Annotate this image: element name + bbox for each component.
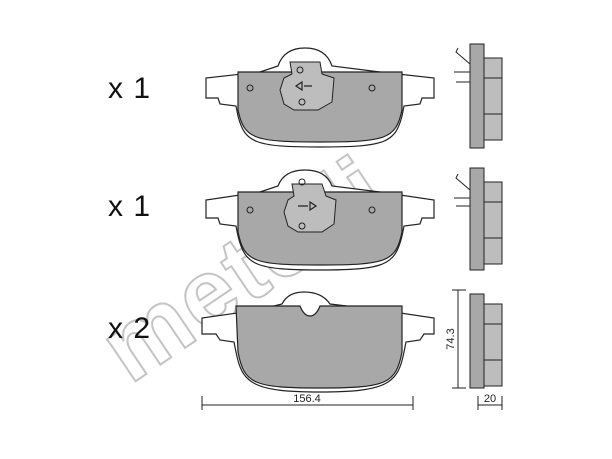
width-dimension-label: 156.4 (293, 393, 321, 405)
width-dimension: 156.4 (201, 393, 414, 410)
pad-3-front-view (201, 291, 435, 393)
quantity-label-pad-3: x 2 (108, 312, 152, 345)
thickness-dimension-label: 20 (484, 393, 496, 405)
height-dimension-label: 74.3 (445, 328, 457, 349)
pad-3-friction-material (235, 305, 403, 389)
pad-2-side-view (454, 167, 503, 271)
quantity-label-pad-1: x 1 (108, 72, 152, 105)
quantity-label-pad-2: x 1 (108, 190, 152, 223)
height-dimension: 74.3 (445, 289, 466, 389)
pad-2-front-view (205, 169, 435, 271)
pad-3-side-view (469, 293, 503, 389)
pad-1-front-view (205, 47, 435, 148)
pad-1-side-view (454, 43, 503, 149)
thickness-dimension: 20 (477, 393, 503, 410)
